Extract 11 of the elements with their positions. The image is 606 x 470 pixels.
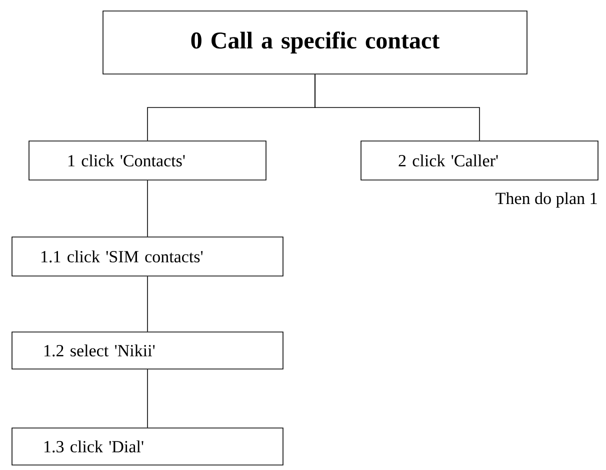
- task-box: 1 click 'Contacts': [28, 140, 266, 180]
- connector-line: [147, 276, 148, 332]
- connector-line: [314, 74, 480, 141]
- note-text: Then do plan 1: [496, 192, 597, 208]
- task-box: 2 click 'Caller': [360, 140, 598, 180]
- connector-line: [147, 180, 148, 237]
- task-box: 1.1 click 'SIM contacts': [12, 236, 284, 276]
- connector-line: [147, 368, 148, 428]
- task-box: 1.2 select 'Nikii': [12, 332, 284, 370]
- task-box: 0 Call a specific contact: [102, 10, 528, 74]
- task-box: 1.3 click 'Dial': [12, 428, 284, 466]
